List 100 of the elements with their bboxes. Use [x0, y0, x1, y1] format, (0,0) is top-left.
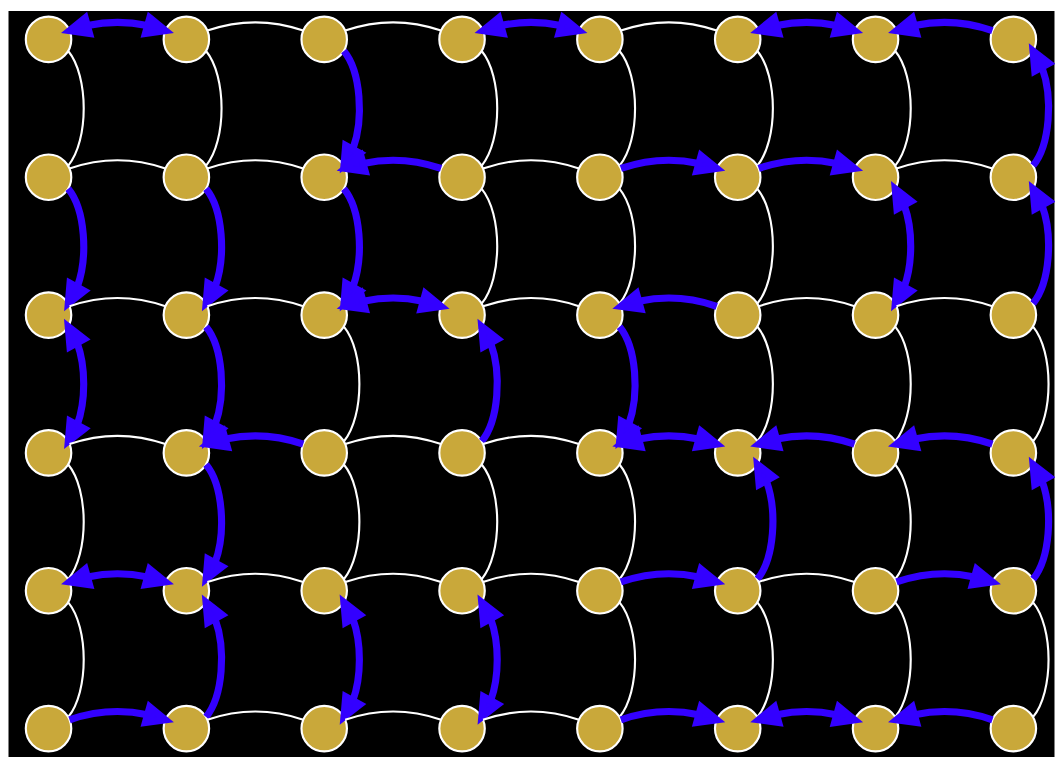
connector: [756, 325, 774, 442]
node-circle: [300, 152, 348, 201]
node-circle: [713, 290, 762, 339]
node-circle: [438, 152, 486, 201]
node-circle: [438, 566, 486, 615]
connector: [894, 49, 912, 166]
connector: [618, 601, 637, 717]
connector: [69, 434, 166, 445]
node-circle: [438, 15, 486, 63]
connector: [482, 434, 580, 445]
arrow: [888, 11, 994, 38]
connector: [344, 572, 442, 583]
node-circle: [24, 152, 73, 201]
connector: [207, 296, 304, 307]
connector: [482, 710, 580, 721]
connector: [67, 49, 85, 166]
connector: [618, 463, 637, 580]
node-circle: [300, 704, 348, 752]
node-circle: [713, 566, 762, 615]
node-circle: [713, 15, 762, 63]
arrow: [477, 318, 505, 443]
node-circle: [576, 152, 624, 201]
node-circle: [300, 428, 348, 477]
arrow: [888, 424, 994, 451]
arrow: [890, 180, 918, 311]
node-circle: [851, 290, 900, 339]
arrow: [201, 461, 229, 587]
arrow: [612, 424, 726, 451]
arrow: [1028, 456, 1055, 581]
connector: [480, 463, 499, 580]
connector: [480, 187, 499, 304]
node-circle: [24, 704, 73, 752]
arrow: [619, 700, 726, 727]
node-circle: [162, 152, 211, 201]
connector: [756, 49, 774, 166]
connector: [896, 158, 993, 169]
arrow: [198, 424, 305, 451]
arrow: [201, 186, 229, 311]
arrow: [895, 562, 1001, 589]
arrow: [888, 700, 994, 727]
arrow: [64, 186, 91, 311]
arrow: [750, 11, 864, 38]
node-circle: [989, 152, 1038, 201]
arrow: [753, 456, 780, 581]
connector: [480, 49, 499, 166]
connector: [69, 158, 166, 169]
arrow: [619, 149, 726, 176]
connector: [207, 572, 304, 583]
node-circle: [162, 290, 211, 339]
connector: [207, 158, 304, 169]
connector: [343, 325, 361, 442]
connector: [67, 463, 85, 580]
arrow: [61, 562, 174, 589]
node-circle: [713, 704, 762, 752]
connector: [620, 20, 718, 32]
arrow: [750, 700, 864, 727]
connector: [205, 49, 223, 166]
node-circle: [24, 566, 73, 615]
connector: [207, 710, 304, 721]
arrow: [61, 11, 174, 38]
arrow: [336, 286, 450, 313]
node-circle: [438, 290, 486, 339]
node-circle: [576, 704, 624, 752]
arrow: [750, 424, 856, 451]
node-circle: [300, 290, 348, 339]
connector: [344, 434, 442, 445]
connector: [482, 158, 580, 169]
arrow: [68, 700, 174, 727]
connector: [894, 325, 912, 442]
node-circle: [162, 15, 211, 63]
arrow: [474, 11, 588, 38]
node-circle: [851, 152, 900, 201]
connector: [69, 296, 166, 307]
arrow: [1028, 180, 1055, 305]
node-circle: [576, 428, 624, 477]
arrow: [612, 286, 718, 313]
connector: [894, 601, 912, 717]
connector: [482, 296, 580, 307]
node-circle: [300, 566, 348, 615]
connector: [618, 187, 637, 304]
connector: [1032, 325, 1050, 442]
node-circle: [851, 566, 900, 615]
node-circle: [989, 566, 1038, 615]
arrow: [757, 149, 864, 176]
connector: [894, 463, 912, 580]
node-circle: [576, 290, 624, 339]
node-circle: [438, 704, 486, 752]
node-circle: [300, 15, 348, 63]
connector: [344, 710, 442, 721]
arrow: [1028, 42, 1055, 168]
node-circle: [162, 704, 211, 752]
node-circle: [162, 566, 211, 615]
connector: [482, 572, 580, 583]
arrow: [63, 318, 91, 449]
node-circle: [989, 15, 1038, 63]
arrow: [339, 594, 367, 725]
connector: [67, 601, 85, 717]
node-circle: [713, 152, 762, 201]
arrow: [201, 594, 229, 719]
node-circle: [713, 428, 762, 477]
